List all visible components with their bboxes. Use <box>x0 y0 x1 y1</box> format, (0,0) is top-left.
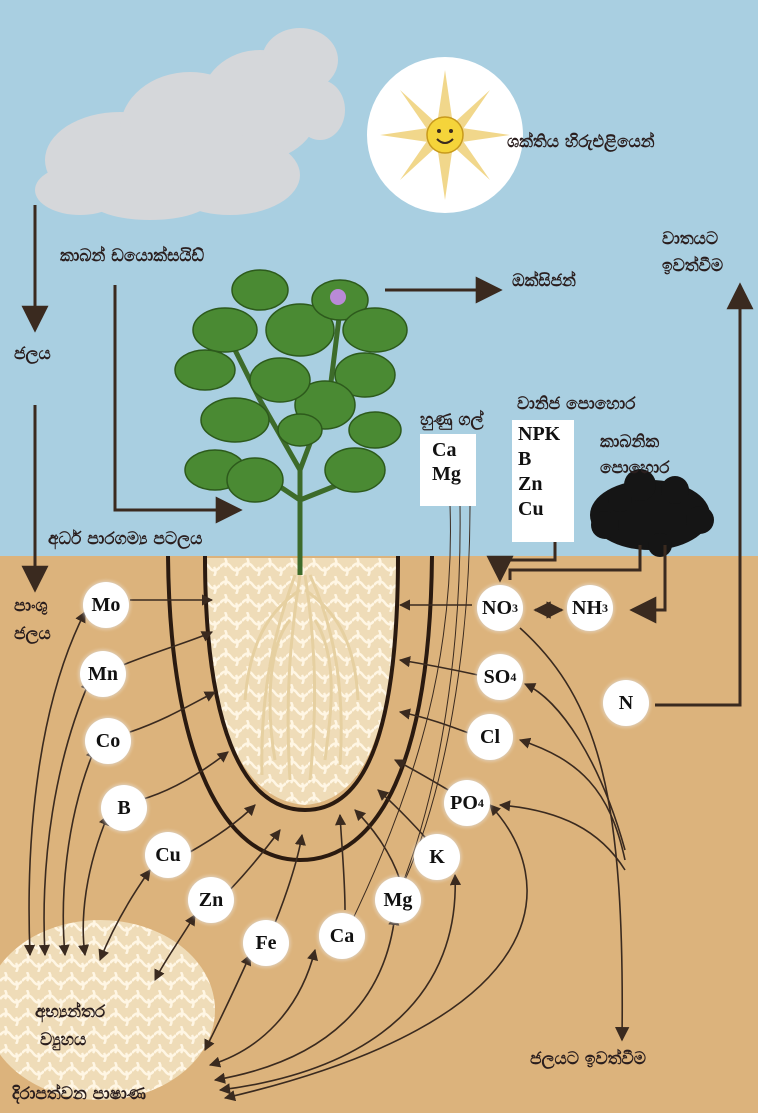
organic-label-2: පොහොර <box>600 459 670 479</box>
rock-label: දිරාපත්වන පාෂාණ <box>12 1085 146 1105</box>
organic-label-1: කාබනික <box>600 433 659 453</box>
nutrient-zn: Zn <box>188 877 234 923</box>
fertilizer-box: NPK B Zn Cu <box>512 420 574 542</box>
nutrient-fe: Fe <box>243 920 289 966</box>
nutrient-ca: Ca <box>319 913 365 959</box>
membrane-label: අර්ධ පාරගම්‍ය පටලය <box>48 530 202 550</box>
nutrient-mo: Mo <box>83 582 129 628</box>
co2-label: කාබන් ඩයොක්සයිඩ් <box>60 247 204 267</box>
lime-label: හුණු ගල් <box>420 411 484 431</box>
lime-mg: Mg <box>432 462 476 486</box>
mineral-label-2: ව්‍යුහය <box>40 1031 86 1051</box>
fert-npk: NPK <box>518 422 574 447</box>
nutrient-k: K <box>414 834 460 880</box>
mineral-label-1: අභ්‍යන්තර <box>35 1003 105 1023</box>
nutrient-cu: Cu <box>145 832 191 878</box>
energy-label: ශක්තිය හිරුඑළියෙන් <box>507 133 655 153</box>
soil-water-label-2: ජලය <box>14 625 51 645</box>
fert-zn: Zn <box>518 472 574 497</box>
sun-icon <box>367 57 523 213</box>
fert-b: B <box>518 447 574 472</box>
soil-water-label-1: පාංශු <box>14 597 48 617</box>
leaching-label: ජලයට ඉවත්වීම <box>530 1050 646 1070</box>
water-label: ජලය <box>14 345 51 365</box>
fertilizer-label: වානිජ පොහොර <box>517 395 636 415</box>
nutrient-n: N <box>603 680 649 726</box>
lime-ca: Ca <box>432 438 476 462</box>
nutrient-co: Co <box>85 718 131 764</box>
to-air-label-1: වාතයට <box>662 230 718 250</box>
nutrient-b: B <box>101 785 147 831</box>
oxygen-label: ඔක්සිජන් <box>512 272 576 292</box>
fert-cu: Cu <box>518 497 574 522</box>
nutrient-mg: Mg <box>375 877 421 923</box>
nutrient-cl: Cl <box>467 714 513 760</box>
lime-box: Ca Mg <box>420 434 476 506</box>
to-air-label-2: ඉවත්වීම <box>662 257 723 277</box>
nutrient-mn: Mn <box>80 651 126 697</box>
